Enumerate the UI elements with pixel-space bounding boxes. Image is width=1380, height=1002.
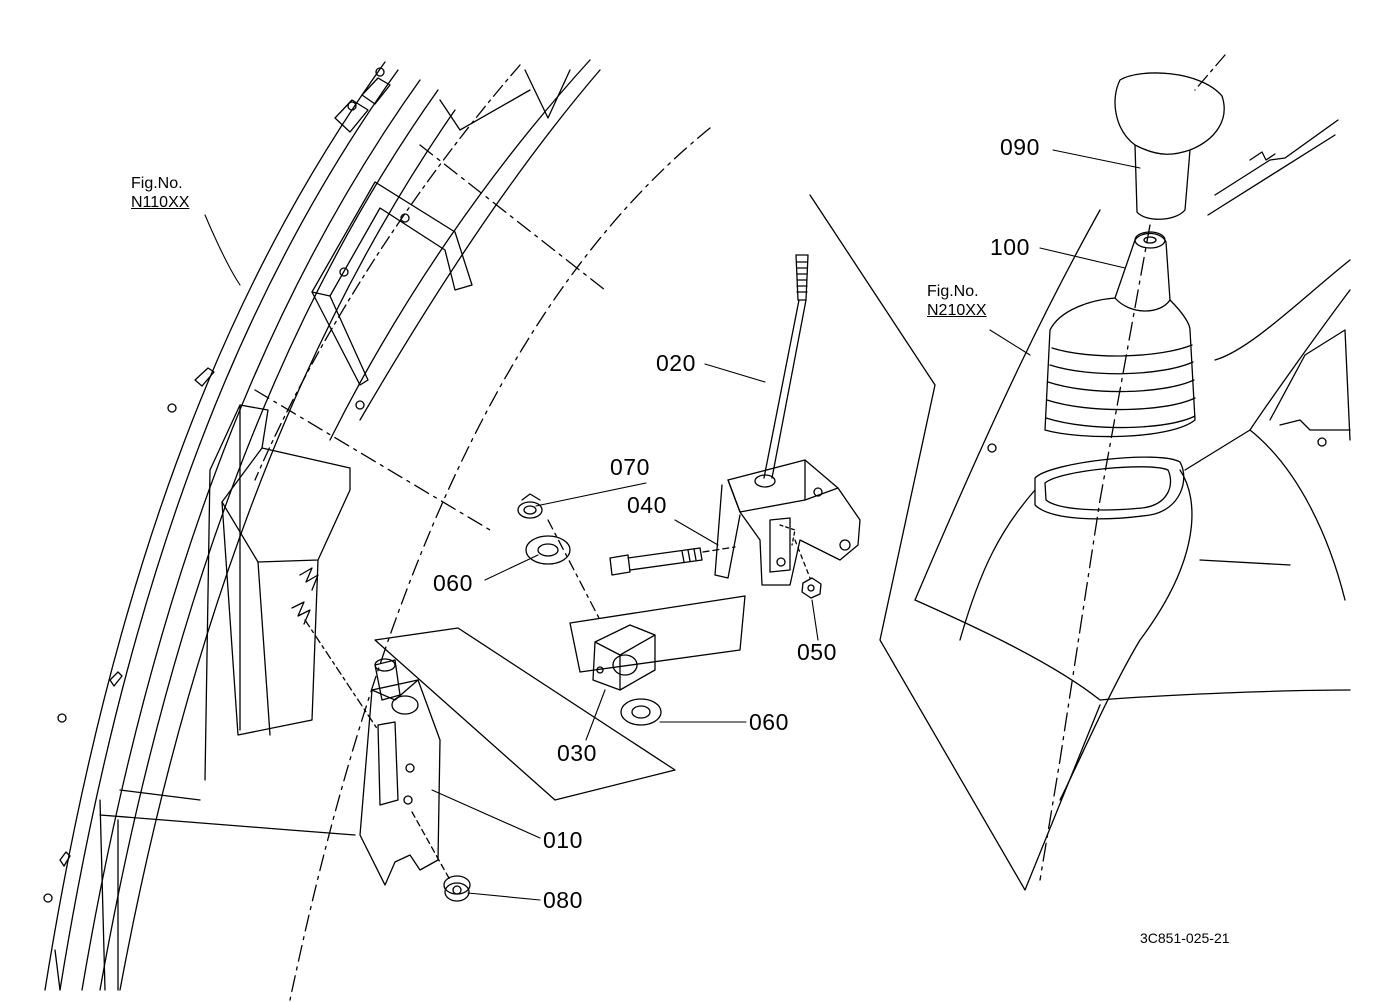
part-label-060-upper: 060 — [433, 570, 473, 596]
boot-100 — [1044, 231, 1196, 438]
clip-070 — [517, 493, 543, 519]
part-label-050: 050 — [797, 639, 837, 665]
part-label-070: 070 — [610, 454, 650, 480]
bolt-040 — [609, 546, 736, 576]
fig-ref-left-line2[interactable]: N110XX — [131, 194, 190, 211]
nut-050 — [794, 539, 822, 599]
fig-ref-left-line1: Fig.No. — [131, 175, 183, 192]
pivot-plate-010 — [304, 619, 451, 886]
part-label-100: 100 — [990, 234, 1030, 260]
console — [914, 119, 1351, 801]
fig-ref-right[interactable]: Fig.No. N210XX — [927, 282, 987, 320]
fig-ref-right-line1: Fig.No. — [927, 283, 979, 300]
washer-060-upper — [525, 535, 571, 565]
lever-bracket — [714, 459, 861, 586]
fig-ref-left[interactable]: Fig.No. N110XX — [131, 174, 189, 212]
bushing-080 — [443, 875, 471, 902]
fig-ref-right-line2[interactable]: N210XX — [927, 302, 987, 319]
part-label-020: 020 — [656, 350, 696, 376]
part-label-060-lower: 060 — [749, 709, 789, 735]
part-label-080: 080 — [543, 887, 583, 913]
part-label-030: 030 — [557, 740, 597, 766]
knob-090 — [1114, 72, 1225, 220]
part-label-040: 040 — [627, 492, 667, 518]
cab-frame-left — [43, 59, 601, 991]
part-label-010: 010 — [543, 827, 583, 853]
drawing-code: 3C851-025-21 — [1140, 930, 1230, 946]
block-030 — [592, 624, 656, 691]
leader-lines — [204, 149, 1141, 901]
rod-020 — [763, 254, 809, 479]
part-label-090: 090 — [1000, 134, 1040, 160]
panel-outlines — [254, 127, 1101, 1001]
washer-060-lower — [620, 698, 662, 726]
